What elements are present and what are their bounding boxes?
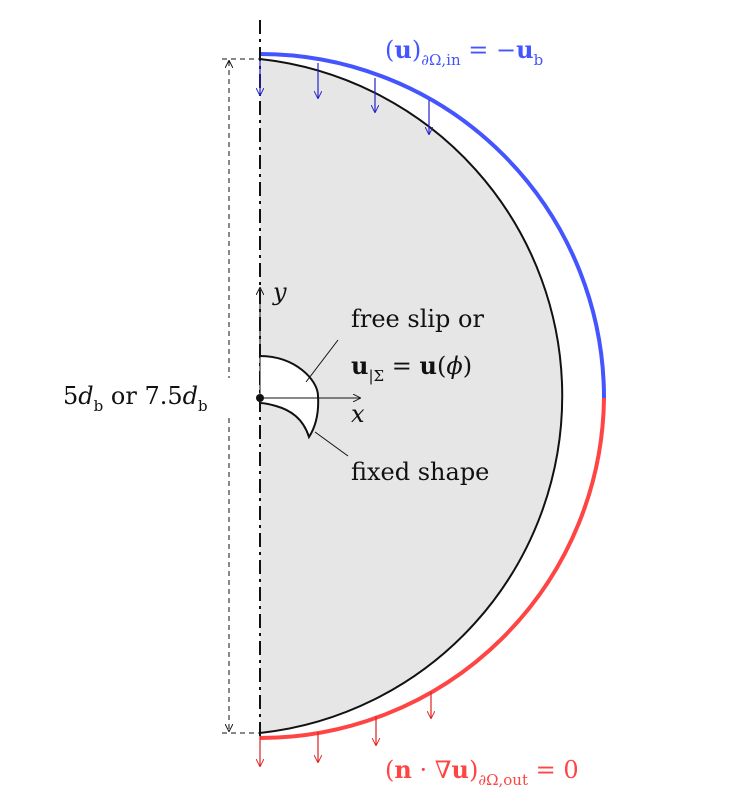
outlet-arrows bbox=[260, 692, 431, 766]
fixed-shape-leader-line bbox=[314, 431, 349, 457]
outlet-bc-label: (n · ∇u)∂Ω,out = 0 bbox=[385, 755, 579, 789]
inlet-bc-label: (u)∂Ω,in = −ub bbox=[385, 35, 543, 69]
y-axis-label: y bbox=[272, 278, 287, 306]
fixed-shape-label: fixed shape bbox=[351, 458, 489, 486]
interface-leader-line bbox=[305, 339, 339, 383]
inlet-boundary bbox=[259, 52, 606, 399]
x-axis-label: x bbox=[351, 400, 365, 428]
bubble-interior bbox=[260, 356, 319, 437]
outlet-boundary bbox=[259, 397, 606, 740]
dimension-line bbox=[222, 58, 260, 734]
interface-bc-line1: free slip or bbox=[351, 305, 485, 333]
bubble-outline bbox=[259, 355, 320, 440]
inlet-velocity-arrows bbox=[260, 60, 429, 134]
bubble bbox=[259, 355, 320, 440]
dimension-label: 5db or 7.5db bbox=[63, 382, 208, 415]
interface-bc-line2: u|Σ = u(ϕ) bbox=[351, 351, 472, 385]
domain-boundary-outline bbox=[259, 58, 564, 734]
origin-point bbox=[256, 394, 264, 402]
half-disk-domain bbox=[260, 59, 563, 733]
